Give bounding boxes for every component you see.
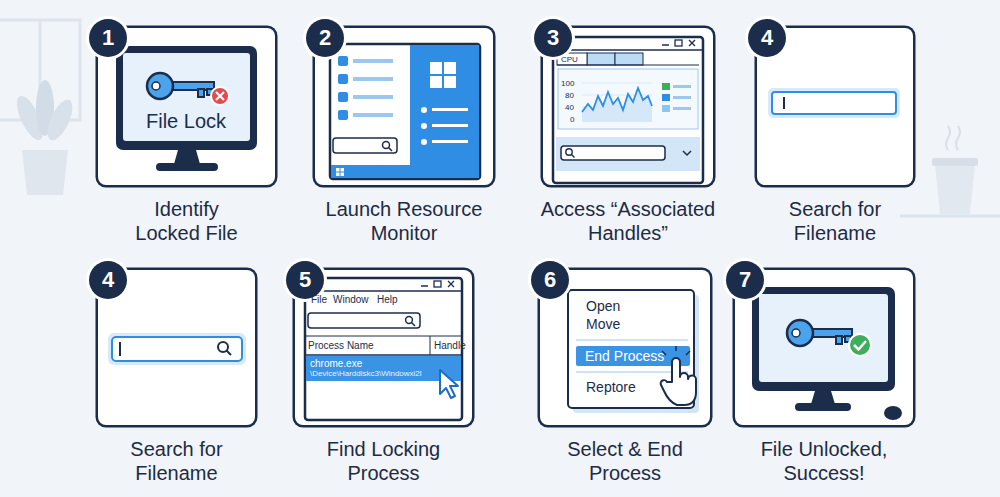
step-number-badge: 3 bbox=[534, 19, 572, 57]
axis-tick: 0 bbox=[570, 115, 574, 124]
monitor-icon bbox=[752, 287, 902, 420]
tab-label: CPU bbox=[561, 55, 578, 64]
step-panel: Search for Filename4 bbox=[757, 28, 913, 185]
step-caption: Find Locking Process bbox=[314, 437, 454, 485]
cup-decor bbox=[900, 126, 1000, 216]
plant-decor bbox=[12, 80, 78, 195]
handle-path: \Device\Harddiskc3\Windowxi2l bbox=[310, 369, 457, 379]
screen-text: File Lock bbox=[126, 110, 246, 133]
menu-label: Help bbox=[377, 294, 398, 306]
context-menu bbox=[568, 290, 699, 413]
process-row: chrome.exe\Device\Harddiskc3\Windowxi2l bbox=[306, 356, 461, 381]
step-caption: Search for Filename bbox=[112, 437, 242, 485]
step-panel: Identify Locked File1 bbox=[98, 28, 275, 185]
step-caption: File Unlocked, Success! bbox=[749, 437, 899, 485]
callout-number: 2 bbox=[319, 27, 331, 49]
menu-label: File bbox=[311, 294, 327, 306]
step-caption: Launch Resource Monitor bbox=[304, 197, 504, 245]
step-number-badge: 5 bbox=[286, 261, 324, 299]
callout-number: 7 bbox=[739, 269, 751, 291]
hand-cursor bbox=[661, 358, 696, 405]
menu-item: Open bbox=[586, 298, 620, 314]
axis-tick: 100 bbox=[561, 79, 574, 88]
column-header: Handle bbox=[434, 340, 466, 352]
step-number-badge: 2 bbox=[306, 19, 344, 57]
start-menu-icon bbox=[330, 44, 480, 179]
menu-item: End Process bbox=[585, 346, 690, 366]
menu-label: Window bbox=[333, 294, 369, 306]
step-caption: Select & End Process bbox=[555, 437, 695, 485]
step-number-badge: 4 bbox=[748, 19, 786, 57]
axis-tick: 80 bbox=[565, 91, 574, 100]
monitor-icon bbox=[116, 46, 257, 171]
callout-number: 6 bbox=[544, 269, 556, 291]
callout-number: 4 bbox=[761, 27, 773, 49]
step-number-badge: 6 bbox=[531, 261, 569, 299]
step-panel: Select & End Process6End Process bbox=[540, 270, 710, 425]
click-marks bbox=[662, 346, 690, 355]
step-caption: Access “Associated Handles” bbox=[518, 197, 738, 245]
step-number-badge: 1 bbox=[89, 19, 127, 57]
menu-item: Move bbox=[586, 316, 620, 332]
menu-item-highlight: End Process bbox=[576, 346, 690, 366]
arrow-cursor bbox=[440, 370, 458, 398]
axis-tick: 40 bbox=[565, 103, 574, 112]
search-box bbox=[768, 88, 900, 118]
menu-item: Reptore bbox=[586, 379, 636, 395]
step-number-badge: 7 bbox=[726, 261, 764, 299]
callout-number: 5 bbox=[299, 269, 311, 291]
step-number-badge: 4 bbox=[89, 261, 127, 299]
step-panel: Search for Filename4 bbox=[98, 270, 255, 425]
search-box bbox=[108, 333, 246, 365]
column-header: Process Name bbox=[308, 340, 374, 352]
step-caption: Search for Filename bbox=[770, 197, 900, 245]
process-name: chrome.exe bbox=[310, 358, 457, 369]
panel-fill bbox=[98, 28, 913, 425]
callout-number: 1 bbox=[102, 27, 114, 49]
step-panel: File Unlocked, Success!7 bbox=[735, 270, 913, 425]
callout-number: 4 bbox=[102, 269, 114, 291]
step-caption: Identify Locked File bbox=[127, 197, 247, 245]
step-panel: Launch Resource Monitor2 bbox=[315, 28, 493, 185]
resource-monitor-window bbox=[553, 37, 703, 183]
callout-number: 3 bbox=[547, 27, 559, 49]
